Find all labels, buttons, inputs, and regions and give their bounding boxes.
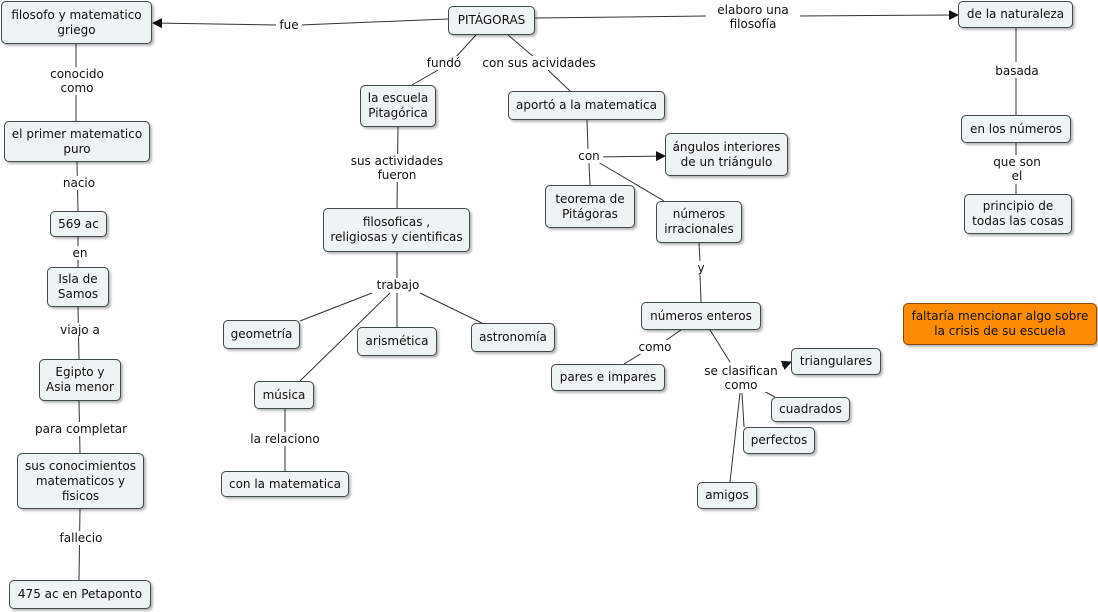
link-label-viajo-a: viajo a [55,323,105,337]
connector-line [411,69,439,86]
link-label-fue: fue [276,18,302,32]
link-label-para-completar: para completar [30,422,132,436]
connector-line [699,274,702,303]
connector-line [709,329,731,363]
concept-conocimientos[interactable]: sus conocimientos matematicos y fisicos [17,453,144,509]
link-label-que-son-el: que son el [986,155,1048,183]
link-label-fundo: fundó [424,56,464,70]
connector-line [454,34,477,59]
connector-line [586,119,589,150]
concept-arismetica[interactable]: arismética [357,327,437,356]
concept-amigos[interactable]: amigos [697,482,757,509]
concept-con-la-matematica[interactable]: con la matematica [221,471,349,497]
connector-line [588,162,591,186]
concept-isla-samos[interactable]: Isla de Samos [47,267,109,307]
concept-principio[interactable]: principio de todas las cosas [964,194,1072,234]
connector-line [797,10,959,21]
concept-en-los-numeros[interactable]: en los números [961,115,1071,143]
concept-angulos[interactable]: ángulos interiores de un triángulo [665,133,788,176]
connector-line [597,161,665,202]
concept-enteros[interactable]: números enteros [641,302,761,330]
link-label-nacio: nacio [58,176,100,190]
connector-line [729,392,741,483]
connector-line [152,18,277,29]
concept-teorema[interactable]: teorema de Pitágoras [545,185,635,228]
concept-egipto[interactable]: Egipto y Asia menor [39,359,121,401]
connector-line [597,151,666,162]
concept-filosoficas[interactable]: filosoficas , religiosas y cientificas [323,208,470,252]
concept-petaponto[interactable]: 475 ac en Petaponto [9,580,151,609]
connector-line [547,69,571,92]
link-label-con-sus-actividades: con sus acividades [478,56,600,70]
link-label-se-clasifican: se clasifican como [700,364,782,392]
concept-filosofo[interactable]: filosofo y matematico griego [1,1,152,44]
link-label-fallecio: fallecio [56,531,106,545]
link-label-en: en [70,246,90,260]
link-label-y: y [693,261,709,275]
connector-line [299,292,391,382]
link-label-como: como [634,340,676,354]
link-label-la-relaciono: la relaciono [244,432,326,446]
concept-primer-matematico[interactable]: el primer matematico puro [4,121,150,162]
concept-569-ac[interactable]: 569 ac [50,211,107,237]
connector-line [299,292,373,322]
connector-line [299,18,449,26]
concept-perfectos[interactable]: perfectos [743,427,815,454]
link-label-conocido-como: conocido como [46,67,108,95]
link-label-basada: basada [988,64,1046,78]
concept-aporto[interactable]: aportó a la matematica [508,91,665,120]
concept-geometria[interactable]: geometría [223,320,300,349]
link-label-con: con [575,149,603,163]
link-label-elaboro: elaboro una filosofía [706,3,800,31]
concept-naturaleza[interactable]: de la naturaleza [958,1,1073,28]
note-crisis-escuela[interactable]: faltaría mencionar algo sobre la crisis … [903,303,1097,345]
concept-pares-impares[interactable]: pares e impares [551,364,665,391]
concept-musica[interactable]: música [254,381,314,409]
connector-line [534,15,707,19]
connector-line [698,242,701,262]
link-label-sus-actividades: sus actividades fueron [344,154,450,182]
concept-triangulares[interactable]: triangulares [791,348,881,375]
connector-line [623,352,643,365]
connector-line [419,292,483,324]
connector-line [507,34,536,59]
link-label-trabajo: trabajo [372,278,424,292]
concept-pitagoras[interactable]: PITÁGORAS [448,6,535,35]
concept-astronomia[interactable]: astronomía [471,323,555,352]
concept-escuela[interactable]: la escuela Pitagórica [360,85,436,127]
concept-cuadrados[interactable]: cuadrados [771,397,850,422]
connector-line [741,392,745,428]
concept-irracionales[interactable]: números irracionales [656,201,742,243]
